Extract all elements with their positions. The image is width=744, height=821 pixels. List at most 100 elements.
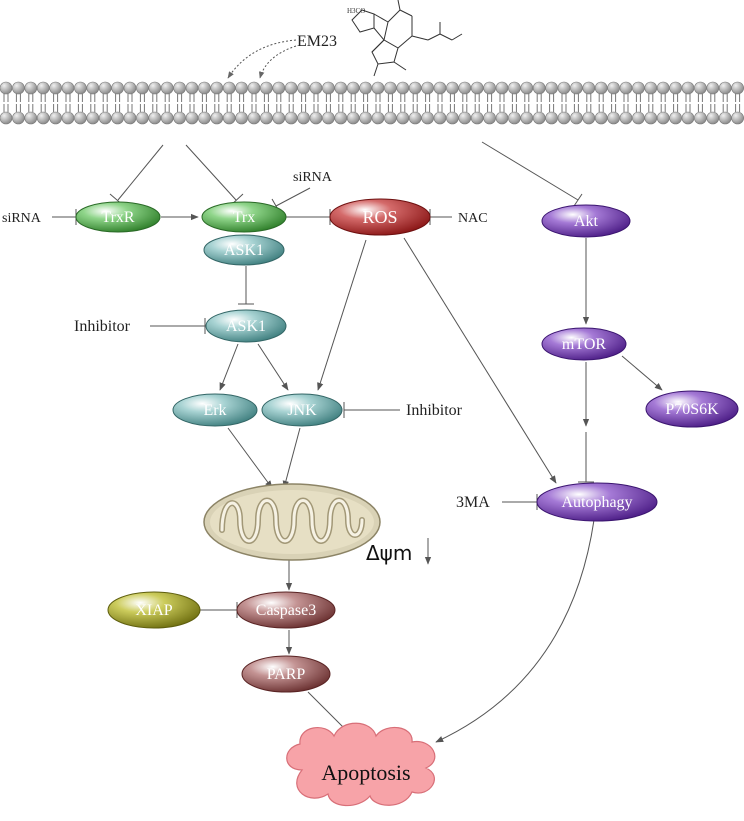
node-p70s6k[interactable] bbox=[645, 390, 739, 428]
lipid-head bbox=[694, 81, 707, 95]
label-apoptosis: Apoptosis bbox=[321, 760, 410, 785]
lipid-head bbox=[594, 81, 608, 95]
lipid-head bbox=[718, 81, 732, 95]
lipid-head bbox=[669, 81, 682, 95]
edges bbox=[52, 141, 663, 743]
lipid-head bbox=[532, 81, 546, 95]
label-sirna-left: siRNA bbox=[2, 211, 42, 226]
lipid-head bbox=[160, 81, 174, 95]
node-akt[interactable] bbox=[541, 204, 631, 238]
cell-membrane bbox=[0, 81, 744, 125]
lipid-head bbox=[731, 111, 744, 125]
label-jnk: JNK bbox=[287, 402, 317, 419]
lipid-head bbox=[309, 81, 323, 95]
lipid-head bbox=[36, 81, 50, 95]
lipid-head bbox=[384, 81, 397, 95]
lipid-head bbox=[483, 81, 496, 95]
lipid-head bbox=[718, 111, 732, 125]
lipid-head bbox=[607, 81, 620, 95]
lipid-head bbox=[656, 111, 670, 125]
node-ros[interactable] bbox=[329, 198, 431, 236]
label-akt: Akt bbox=[574, 213, 599, 230]
lipid-head bbox=[61, 111, 75, 125]
lipid-head bbox=[607, 111, 620, 125]
node-labels: TrxR Trx ASK1 ROS Akt ASK1 mTOR Erk JNK … bbox=[101, 207, 719, 785]
label-parp: PARP bbox=[267, 666, 306, 683]
lipid-head bbox=[148, 111, 162, 125]
lipid-head bbox=[706, 81, 720, 95]
lipid-head bbox=[111, 81, 124, 95]
lipid-head bbox=[470, 81, 484, 95]
lipid-head bbox=[185, 111, 199, 125]
lipid-head bbox=[508, 81, 521, 95]
lipid-head bbox=[458, 81, 472, 95]
lipid-head bbox=[173, 81, 186, 95]
label-caspase3: Caspase3 bbox=[256, 602, 316, 619]
node-caspase3[interactable] bbox=[236, 591, 336, 629]
lipid-head bbox=[49, 111, 62, 125]
node-ask1[interactable] bbox=[205, 309, 287, 343]
node-trxr[interactable] bbox=[75, 201, 161, 233]
lipid-head bbox=[173, 111, 186, 125]
lipid-head bbox=[483, 111, 496, 125]
node-ask1-bound[interactable] bbox=[203, 234, 285, 266]
node-parp[interactable] bbox=[241, 655, 331, 693]
lipid-head bbox=[371, 81, 385, 95]
node-xiap[interactable] bbox=[107, 591, 201, 629]
node-erk[interactable] bbox=[172, 393, 258, 427]
lipid-head bbox=[210, 111, 224, 125]
lipid-head bbox=[632, 111, 645, 125]
lipid-head bbox=[235, 111, 248, 125]
label-delta-psi-m: Δψm bbox=[366, 541, 412, 565]
lipid-head bbox=[669, 111, 682, 125]
node-mtor[interactable] bbox=[541, 327, 627, 361]
lipid-head bbox=[557, 111, 571, 125]
lipid-head bbox=[334, 81, 348, 95]
lipid-head bbox=[570, 111, 583, 125]
lipid-head bbox=[272, 111, 286, 125]
label-trxr: TrxR bbox=[101, 209, 135, 226]
lipid-head bbox=[520, 111, 534, 125]
em23-structure-icon bbox=[351, 0, 463, 77]
lipid-head bbox=[681, 111, 695, 125]
em23-arrow-2 bbox=[258, 45, 297, 79]
lipid-head bbox=[24, 81, 38, 95]
lipid-head bbox=[0, 111, 13, 125]
lipid-head bbox=[98, 111, 112, 125]
label-nac: NAC bbox=[458, 211, 488, 226]
lipid-head bbox=[74, 111, 87, 125]
label-ask1-bound: ASK1 bbox=[224, 242, 264, 259]
lipid-head bbox=[570, 81, 583, 95]
lipid-head bbox=[433, 111, 447, 125]
label-trx: Trx bbox=[233, 209, 256, 226]
mitochondrion-icon bbox=[203, 483, 381, 561]
lipid-head bbox=[123, 81, 137, 95]
lipid-head bbox=[86, 111, 100, 125]
lipid-head bbox=[210, 81, 224, 95]
lipid-head bbox=[222, 111, 236, 125]
lipid-head bbox=[36, 111, 50, 125]
lipid-head bbox=[235, 81, 248, 95]
lipid-head bbox=[49, 81, 62, 95]
lipid-head bbox=[284, 81, 298, 95]
lipid-head bbox=[619, 81, 633, 95]
label-ask1: ASK1 bbox=[226, 318, 266, 335]
lipid-head bbox=[260, 111, 273, 125]
label-erk: Erk bbox=[203, 402, 226, 419]
lipid-head bbox=[421, 111, 434, 125]
node-autophagy[interactable] bbox=[536, 482, 658, 522]
lipid-head bbox=[346, 81, 360, 95]
lipid-head bbox=[322, 81, 335, 95]
lipid-head bbox=[582, 81, 596, 95]
node-trx[interactable] bbox=[201, 201, 287, 233]
lipid-head bbox=[136, 111, 149, 125]
node-jnk[interactable] bbox=[261, 393, 343, 427]
lipid-head bbox=[421, 81, 434, 95]
lipid-head bbox=[731, 81, 744, 95]
lipid-head bbox=[123, 111, 137, 125]
label-mtor: mTOR bbox=[562, 336, 606, 353]
lipid-head bbox=[458, 111, 472, 125]
lipid-head bbox=[470, 111, 484, 125]
lipid-head bbox=[706, 111, 720, 125]
